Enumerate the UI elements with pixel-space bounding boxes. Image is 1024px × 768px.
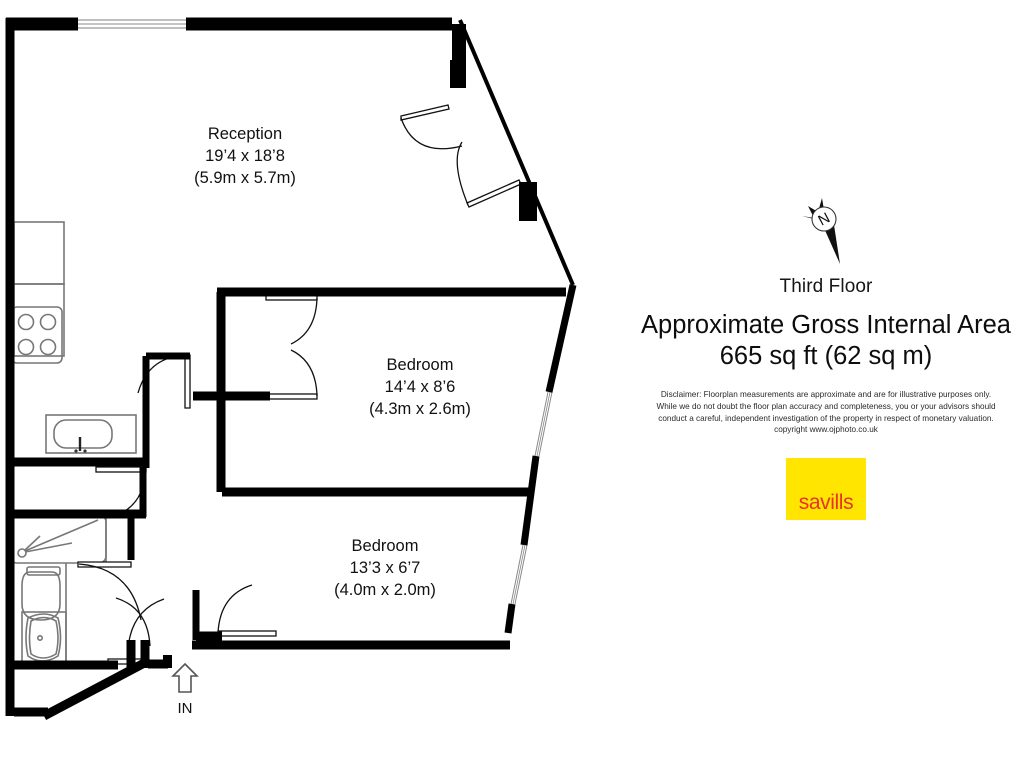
window-right-lower — [505, 543, 531, 606]
floor-label: Third Floor — [779, 276, 873, 297]
entrance-label: IN — [177, 700, 193, 717]
windows-layer — [75, 18, 556, 606]
room-dimensions-metric: (4.3m x 2.6m) — [369, 399, 471, 418]
room-name: Reception — [207, 125, 283, 143]
area-title: Approximate Gross Internal Area — [641, 311, 1011, 339]
walls-layer — [5, 17, 577, 720]
room-label-reception: Reception 19’4 x 18’8 (5.9m x 5.7m) — [150, 124, 340, 189]
savills-logo: savills — [786, 457, 866, 520]
door-hall-bedroom2 — [217, 584, 277, 637]
room-dimensions-metric: (4.0m x 2.0m) — [334, 580, 436, 599]
window-right-upper — [529, 390, 556, 458]
logo-wrapper: savills — [628, 457, 1024, 520]
disclaimer-line-1: Disclaimer: Floorplan measurements are a… — [660, 390, 992, 400]
disclaimer-line-3: conduct a careful, independent investiga… — [658, 413, 994, 423]
entrance-marker: IN — [163, 662, 207, 717]
up-arrow-icon — [171, 662, 199, 693]
room-dimensions-imperial: 19’4 x 18’8 — [205, 146, 285, 165]
compass-north-icon: N — [802, 198, 840, 264]
disclaimer-text: Disclaimer: Floorplan measurements are a… — [628, 389, 1024, 436]
disclaimer-line-4: copyright www.ojphoto.co.uk — [774, 425, 878, 435]
room-dimensions-imperial: 14’4 x 8’6 — [384, 377, 456, 396]
room-name: Bedroom — [351, 537, 419, 555]
disclaimer-line-2: While we do not doubt the floor plan acc… — [656, 401, 996, 411]
door-reception-bedroom1 — [265, 294, 318, 345]
room-label-bedroom-2: Bedroom 13’3 x 6’7 (4.0m x 2.0m) — [285, 536, 485, 601]
area-value: 665 sq ft (62 sq m) — [719, 342, 933, 371]
fixtures-layer — [9, 221, 137, 665]
toilet — [21, 566, 61, 621]
door-hall-entry — [115, 597, 151, 647]
savills-logo-text: savills — [798, 490, 854, 514]
room-label-bedroom-1: Bedroom 14’4 x 8’6 (4.3m x 2.6m) — [320, 355, 520, 420]
french-door-lower — [456, 141, 522, 208]
cooker-hob-four-rings — [11, 306, 63, 364]
window-top — [75, 18, 189, 30]
info-panel: N Third Floor Approximate Gross Internal… — [628, 190, 1024, 520]
kitchen-counter-units — [13, 221, 65, 357]
door-hall-bedroom1 — [266, 349, 318, 400]
room-dimensions-metric: (5.9m x 5.7m) — [194, 168, 296, 187]
shower-tray — [9, 514, 107, 564]
door-bathroom-inner — [77, 561, 142, 621]
room-name: Bedroom — [386, 356, 454, 374]
bathtub — [45, 414, 137, 454]
compass-wrapper: N — [628, 190, 1024, 266]
french-door-upper — [400, 104, 463, 150]
room-dimensions-imperial: 13’3 x 6’7 — [349, 558, 421, 577]
